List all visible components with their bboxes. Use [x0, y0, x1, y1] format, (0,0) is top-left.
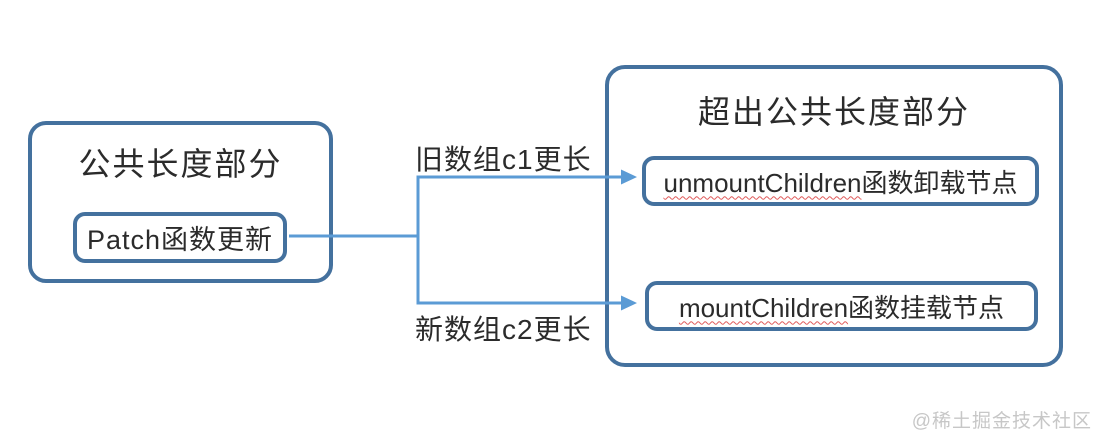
unmount-children-latin-text: unmountChildren — [663, 167, 862, 198]
unmount-children-node-label: unmountChildren函数卸载节点 — [663, 163, 1017, 200]
mount-children-latin-text: mountChildren — [678, 292, 849, 323]
common-length-group-box: 公共长度部分 Patch函数更新 — [28, 121, 333, 283]
exceeding-length-group-box: 超出公共长度部分 unmountChildren函数卸载节点 mountChil… — [605, 65, 1063, 367]
edge-label-new-array-longer: 新数组c2更长 — [415, 314, 592, 345]
common-length-group-title: 公共长度部分 — [78, 146, 283, 182]
patch-node-label: Patch函数更新 — [86, 225, 274, 255]
mount-children-zh-text: 函数挂载节点 — [848, 292, 1005, 323]
unmount-children-zh-text: 函数卸载节点 — [861, 167, 1018, 198]
patch-node: Patch函数更新 — [73, 212, 287, 263]
exceeding-length-group-title: 超出公共长度部分 — [697, 94, 970, 130]
mount-children-node-label: mountChildren函数挂载节点 — [679, 288, 1004, 325]
edge-label-old-array-longer: 旧数组c1更长 — [415, 144, 592, 175]
unmount-children-node: unmountChildren函数卸载节点 — [642, 156, 1039, 206]
juejin-watermark: @稀土掘金技术社区 — [911, 411, 1092, 432]
mount-children-node: mountChildren函数挂载节点 — [645, 281, 1038, 331]
